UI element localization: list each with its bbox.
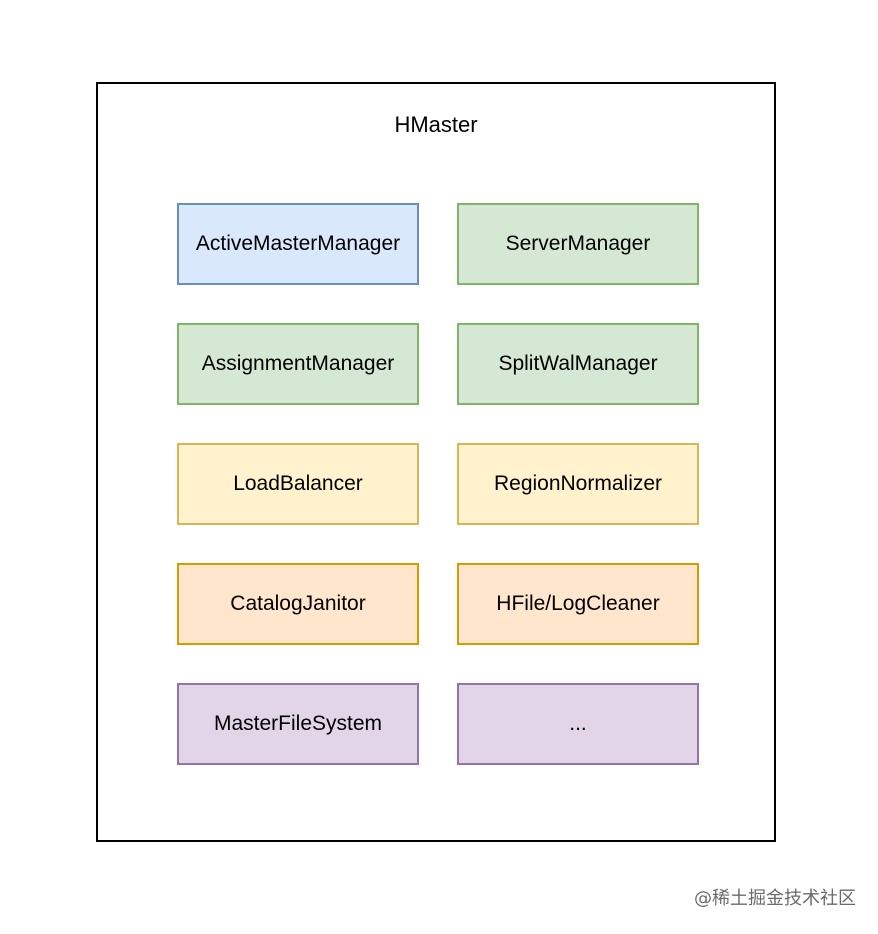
component-master-file-system: MasterFileSystem xyxy=(177,683,419,765)
hmaster-title: HMaster xyxy=(394,112,478,137)
component-hfile-log-cleaner: HFile/LogCleaner xyxy=(457,563,699,645)
component-ellipsis: ... xyxy=(457,683,699,765)
component-active-master-manager: ActiveMasterManager xyxy=(177,203,419,285)
component-server-manager: ServerManager xyxy=(457,203,699,285)
component-split-wal-manager: SplitWalManager xyxy=(457,323,699,405)
component-region-normalizer: RegionNormalizer xyxy=(457,443,699,525)
component-catalog-janitor: CatalogJanitor xyxy=(177,563,419,645)
component-load-balancer: LoadBalancer xyxy=(177,443,419,525)
component-grid: ActiveMasterManager ServerManager Assign… xyxy=(177,203,699,765)
watermark: @稀土掘金技术社区 xyxy=(694,888,856,909)
hmaster-container: HMaster ActiveMasterManager ServerManage… xyxy=(96,82,776,842)
component-assignment-manager: AssignmentManager xyxy=(177,323,419,405)
